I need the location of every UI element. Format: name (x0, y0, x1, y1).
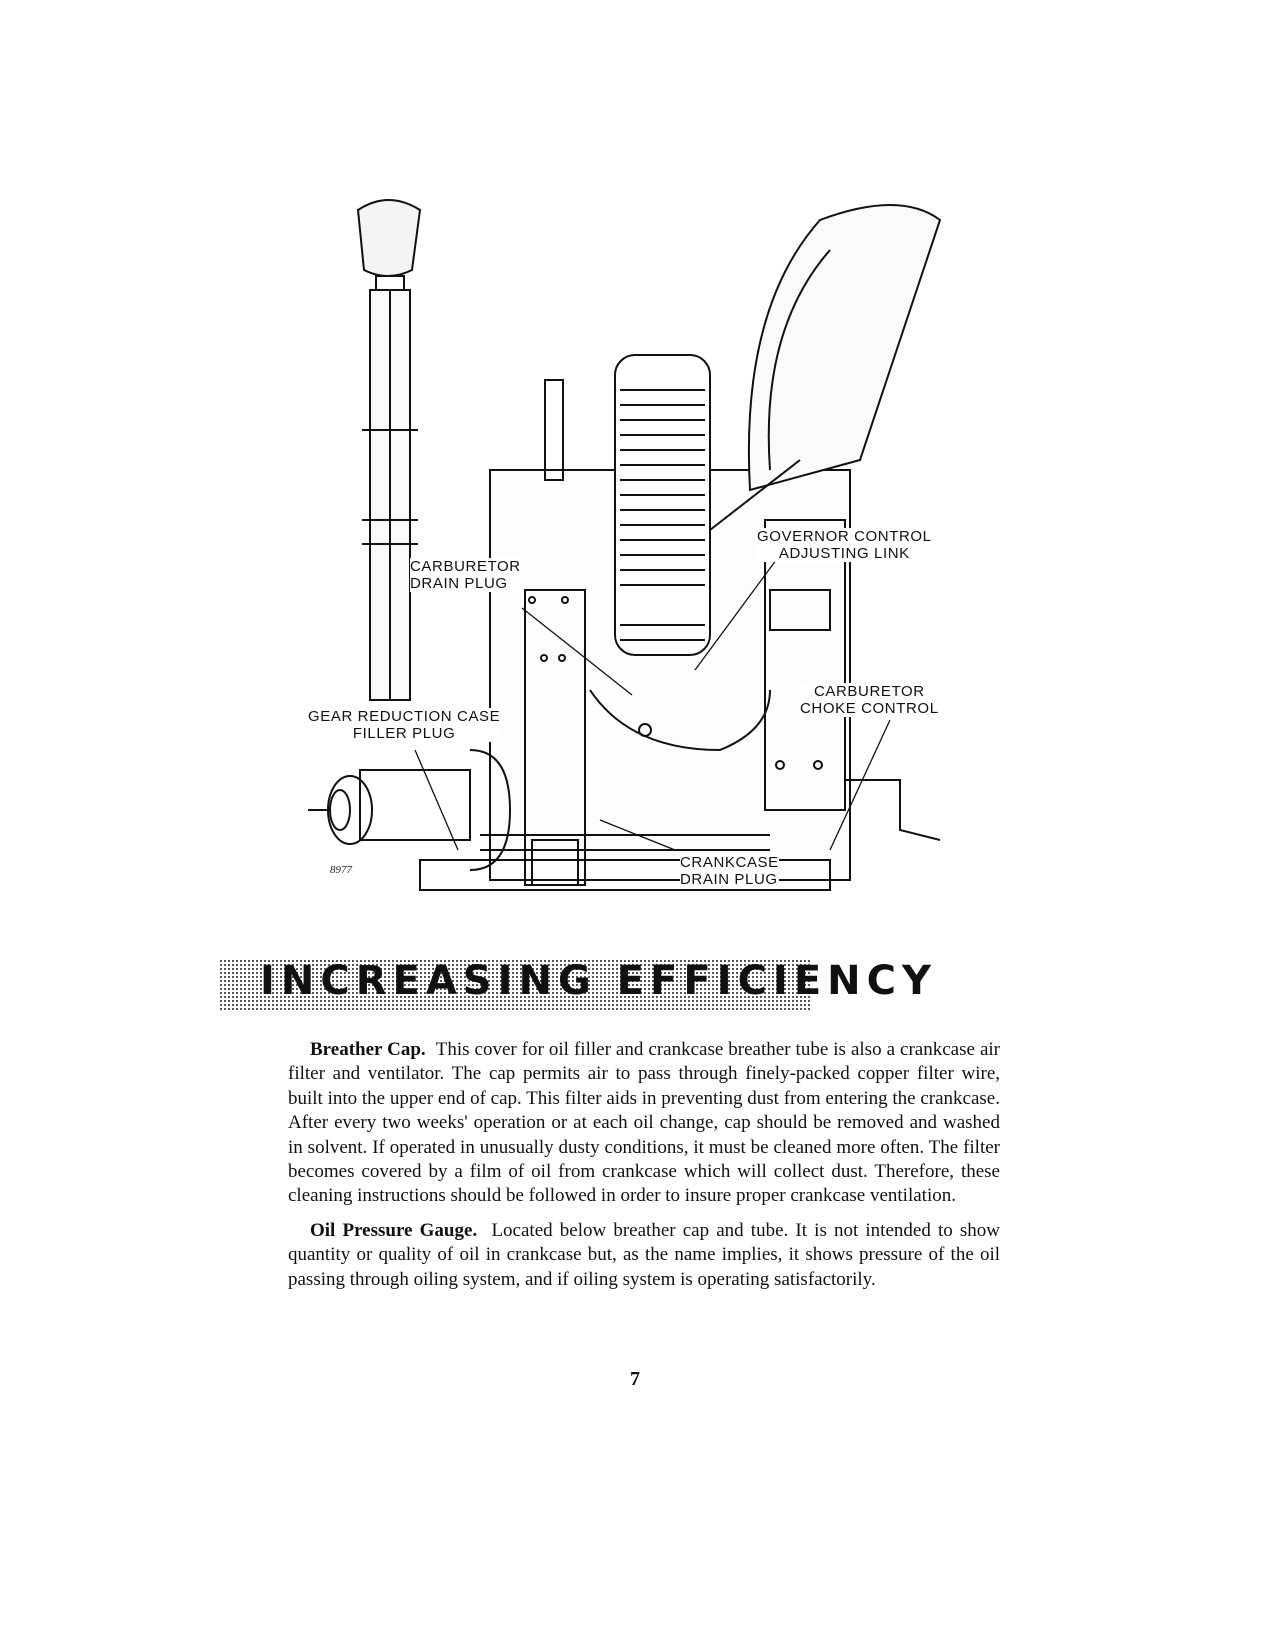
label-governor-control: GOVERNOR CONTROL ADJUSTING LINK (757, 528, 932, 562)
label-choke-line1: CARBURETOR (813, 683, 925, 700)
label-crankcase-drain-plug: CRANKCASE DRAIN PLUG (680, 854, 779, 888)
text-breather-cap: This cover for oil filler and crankcase … (288, 1039, 1000, 1207)
engine-drawing (308, 199, 942, 891)
label-governor-line1: GOVERNOR CONTROL (757, 528, 932, 545)
page-number: 7 (630, 1368, 640, 1390)
label-carb-drain-line2: DRAIN PLUG (410, 575, 508, 592)
paragraph-breather-cap: Breather Cap. This cover for oil filler … (288, 1038, 1000, 1209)
engine-illustration: GOVERNOR CONTROL ADJUSTING LINK CARBURET… (300, 190, 980, 920)
section-title: INCREASING EFFICIENCY (260, 958, 937, 1004)
label-carb-drain-line1: CARBURETOR (410, 558, 521, 575)
section-banner: INCREASING EFFICIENCY (220, 952, 931, 1022)
paragraph-oil-pressure-gauge: Oil Pressure Gauge. Located below breath… (288, 1219, 1000, 1292)
label-gear-line1: GEAR REDUCTION CASE (308, 708, 501, 725)
label-gear-reduction-filler-plug: GEAR REDUCTION CASE FILLER PLUG (308, 708, 501, 742)
label-carburetor-drain-plug: CARBURETOR DRAIN PLUG (410, 558, 521, 592)
term-oil-pressure-gauge: Oil Pressure Gauge. (310, 1219, 478, 1241)
banner-halftone (220, 960, 810, 1012)
label-governor-line2: ADJUSTING LINK (778, 545, 910, 562)
label-carburetor-choke-control: CARBURETOR CHOKE CONTROL (800, 683, 939, 717)
label-choke-line2: CHOKE CONTROL (800, 700, 939, 717)
body-text: Breather Cap. This cover for oil filler … (288, 1038, 1000, 1302)
figure-number: 8977 (330, 864, 352, 876)
text-oil-pressure-gauge: Located below breather cap and tube. It … (288, 1219, 1000, 1290)
term-breather-cap: Breather Cap. (310, 1039, 426, 1060)
label-gear-line2: FILLER PLUG (352, 725, 456, 742)
label-crankcase-line1: CRANKCASE (680, 854, 779, 871)
label-crankcase-line2: DRAIN PLUG (680, 871, 778, 888)
